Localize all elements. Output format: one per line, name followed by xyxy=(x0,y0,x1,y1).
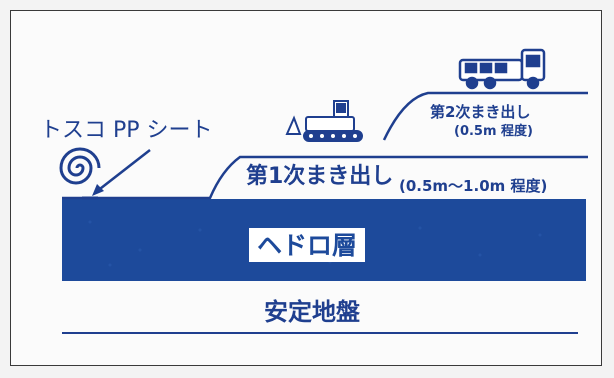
bulldozer-icon xyxy=(285,100,363,142)
second-spread-label: 第2次まき出し xyxy=(430,103,530,121)
sludge-layer-label-box xyxy=(249,228,365,262)
first-spread-label: 第1次まき出し xyxy=(246,163,393,189)
first-spread-surface-line xyxy=(62,155,588,200)
roll-icon xyxy=(59,147,101,200)
first-spread-depth-label: (0.5m～1.0m 程度) xyxy=(399,177,547,195)
second-spread-surface-line xyxy=(382,91,588,141)
sheet-label: トスコ PP シート xyxy=(40,118,213,143)
sludge-layer-label: ヘドロ層 xyxy=(257,231,357,260)
dump-truck-icon xyxy=(458,48,546,90)
sheet-pointer-arrow xyxy=(92,149,151,196)
second-spread-depth-label: (0.5m 程度) xyxy=(454,123,533,139)
stable-ground-label: 安定地盤 xyxy=(264,298,361,326)
